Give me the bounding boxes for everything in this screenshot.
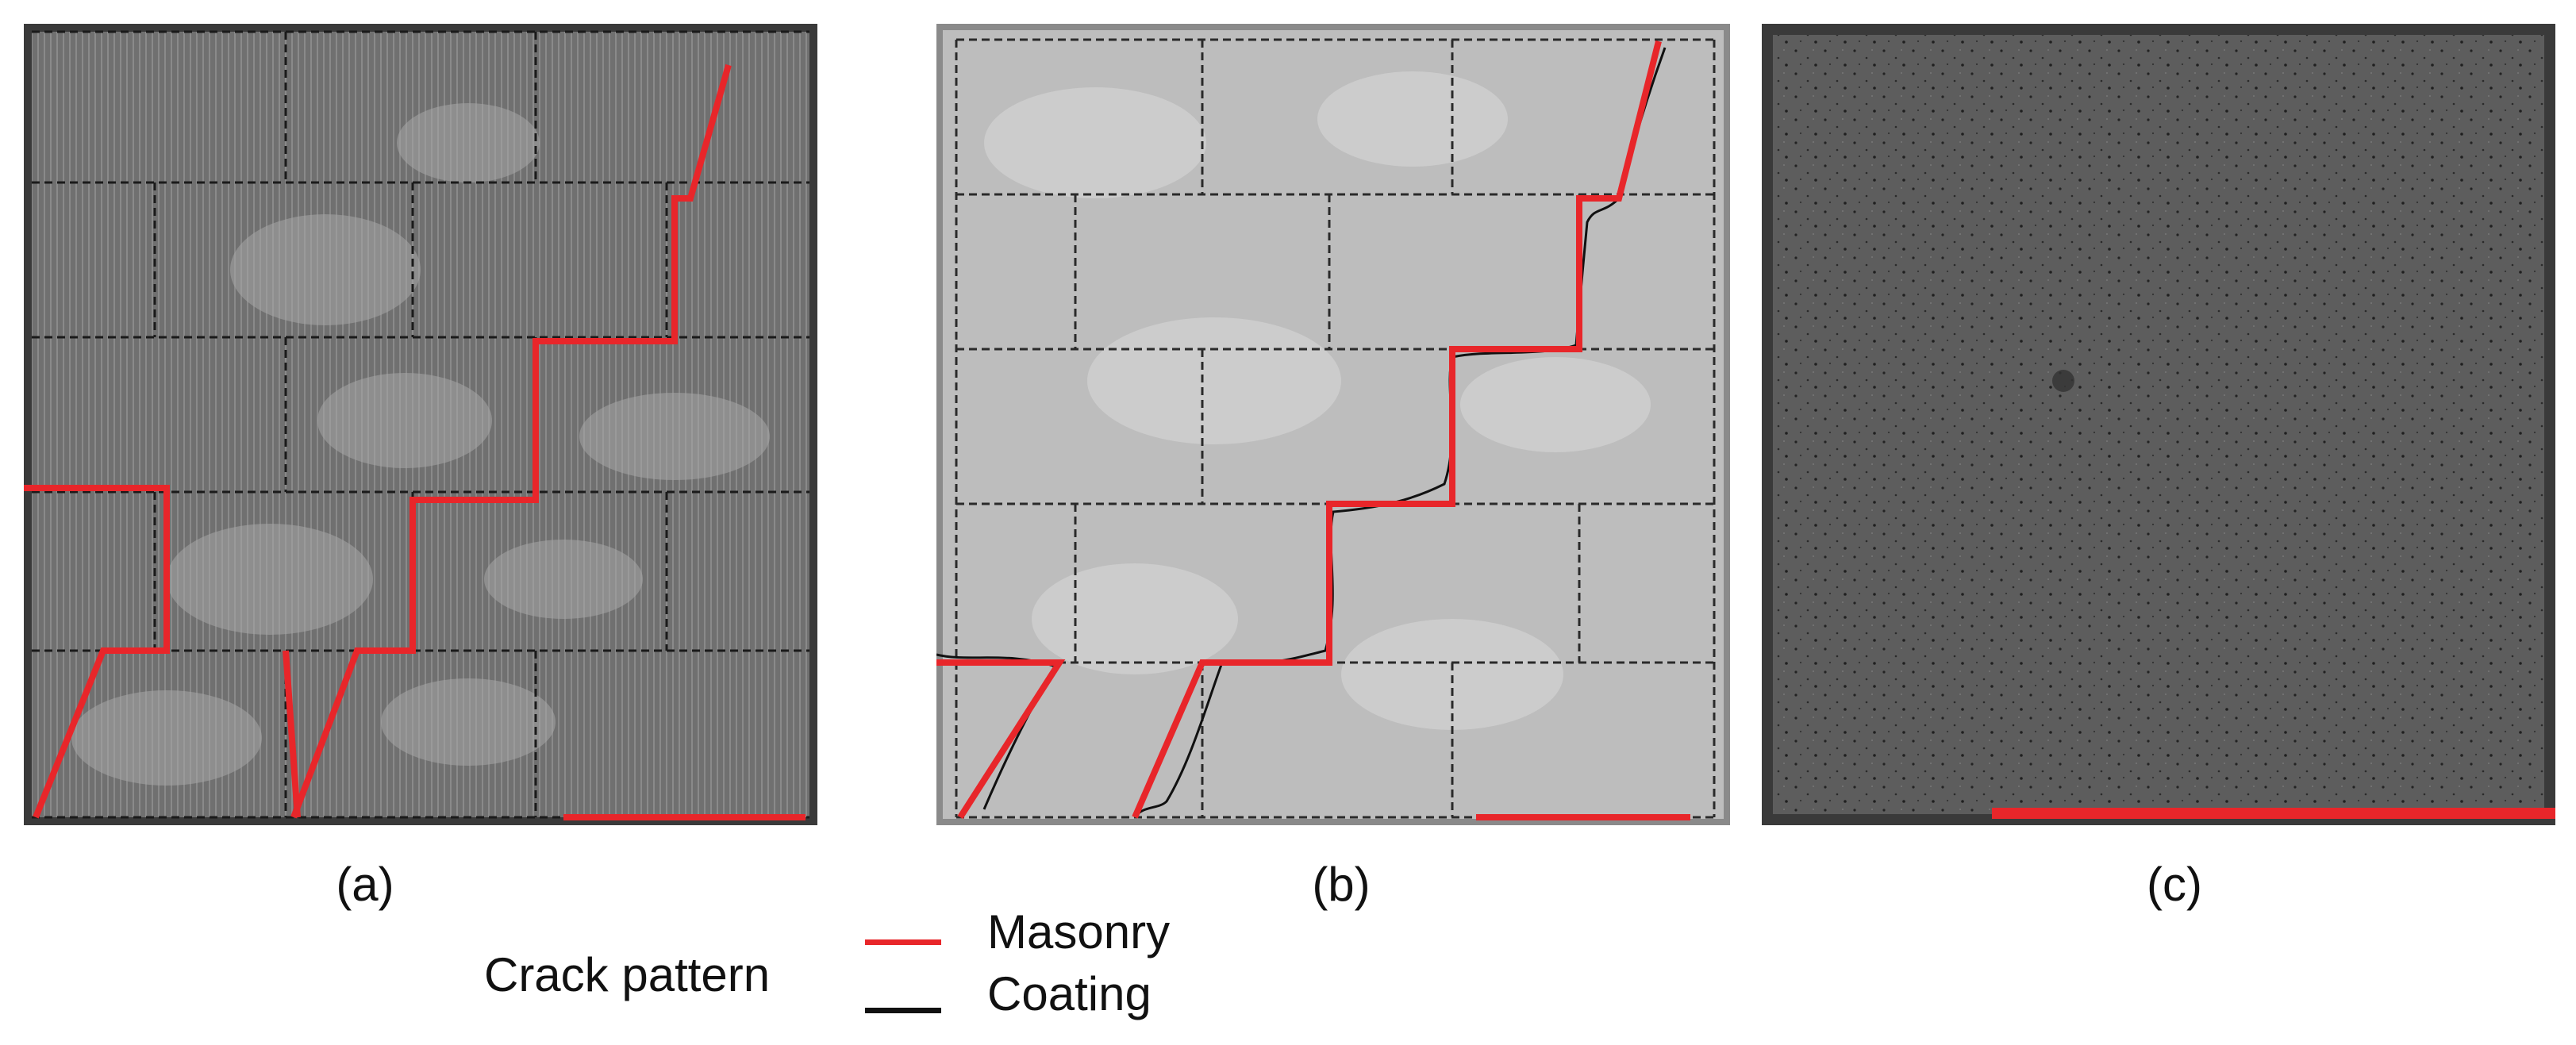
- panel-a-mortar-patches: [71, 103, 770, 786]
- panel-b-coated-wall: [936, 24, 1730, 825]
- panel-c-spot: [2052, 370, 2074, 392]
- panel-b-label: (b): [1312, 858, 1371, 911]
- panel-a-image: [24, 24, 817, 825]
- panel-b-crack-left: [936, 659, 1066, 820]
- panel-a-crack-drop: [283, 650, 301, 818]
- panel-a-masonry-crack: [24, 63, 732, 819]
- panel-b-coating-crack-main: [1133, 47, 1667, 818]
- legend-title: Crack pattern: [484, 948, 771, 1001]
- panel-b-crack-main: [1132, 40, 1662, 819]
- panel-c-surface: [1773, 35, 2544, 814]
- panel-b-masonry-crack: [936, 40, 1662, 820]
- legend-coating-label: Coating: [987, 967, 1152, 1020]
- legend-masonry-label: Masonry: [987, 905, 1171, 959]
- panel-a-crack-main: [290, 63, 732, 819]
- panel-a-label: (a): [336, 858, 394, 911]
- panel-b-image: [936, 24, 1730, 825]
- legend-coating-swatch: [865, 1008, 941, 1013]
- panel-a-masonry-wall: [24, 24, 817, 825]
- panel-c-image: [1762, 24, 2555, 825]
- panel-c-label: (c): [2147, 858, 2202, 911]
- panel-a-crack-left: [24, 485, 170, 819]
- legend-masonry-swatch: [865, 939, 941, 945]
- panel-c-coating-surface: [1762, 24, 2555, 825]
